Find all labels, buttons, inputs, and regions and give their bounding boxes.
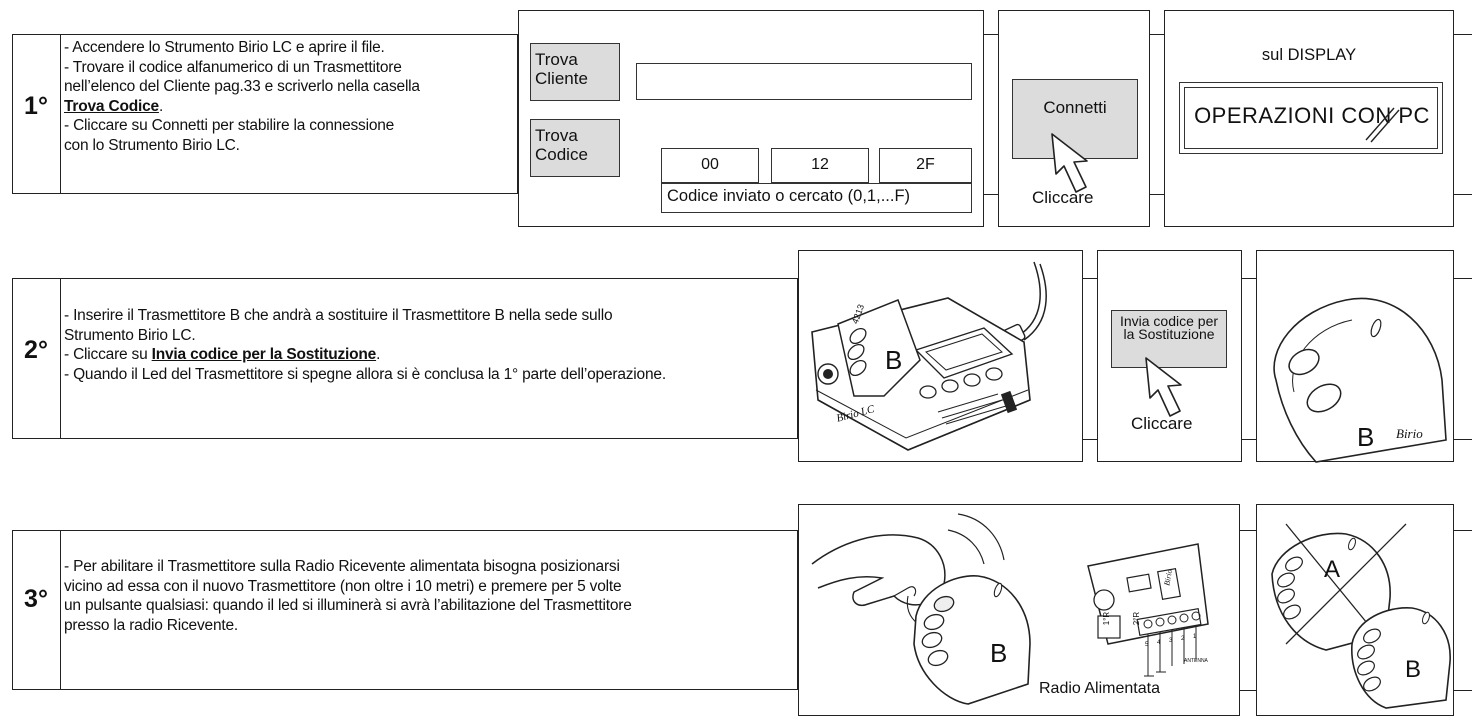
step2-line-1: - Inserire il Trasmettitore B che andrà …	[64, 307, 613, 324]
code-field-3[interactable]: 2F	[879, 148, 972, 183]
trova-cliente-input[interactable]	[636, 63, 972, 100]
invia-codice-label: Invia codice per la Sostituzione	[1119, 313, 1219, 342]
code-field-2[interactable]: 12	[771, 148, 869, 183]
send-caption: Cliccare	[1131, 414, 1193, 433]
connector-3c	[1454, 530, 1472, 531]
cursor-arrow-icon	[1051, 133, 1088, 193]
step3-text-frame	[12, 530, 798, 690]
trova-codice-button[interactable]: Trova Codice	[530, 119, 620, 177]
connector-2a	[1083, 278, 1097, 279]
connector-1f	[1454, 194, 1472, 195]
connector-1e	[1454, 34, 1472, 35]
terminal-number-4: 4	[1157, 640, 1161, 646]
relay-label-2: 2°R	[1132, 611, 1142, 626]
connector-1a	[984, 34, 998, 35]
step3-line-3: un pulsante qualsiasi: quando il led si …	[64, 597, 632, 614]
terminal-number-5: 5	[1145, 642, 1149, 648]
step2-line-3-prefix: - Cliccare su	[64, 346, 152, 363]
step1-line-4-suffix: .	[158, 97, 164, 115]
invia-codice-emphasis: Invia codice per la Sostituzione	[151, 346, 377, 363]
connector-2f	[1454, 439, 1472, 440]
remote-brand: Birio	[1396, 426, 1423, 441]
birio-lc-device-illustration	[811, 261, 1047, 451]
step2-number: 2°	[24, 336, 48, 364]
connector-1c	[1150, 34, 1164, 35]
old-remote-letter: A	[1324, 556, 1341, 583]
step3-number: 3°	[24, 585, 48, 613]
code-caption: Codice inviato o cercato (0,1,...F)	[667, 187, 911, 205]
code-field-3-value: 2F	[916, 156, 935, 173]
step1-line-4: Trova Codice.	[64, 97, 514, 117]
transmitter-b-illustration	[1273, 297, 1447, 463]
step2-line-4: - Quando il Led del Trasmettitore si spe…	[64, 365, 666, 383]
hand-remote-radio-illustration	[811, 513, 1209, 705]
step1-line-1: - Accendere lo Strumento Birio LC e apri…	[64, 39, 385, 56]
step2-text-frame	[12, 278, 798, 439]
code-field-1[interactable]: 00	[661, 148, 759, 183]
lcd-display-inner	[1184, 87, 1438, 149]
step1-line-3: nell’elenco del Cliente pag.33 e scriver…	[64, 78, 420, 95]
connector-1d	[1150, 194, 1164, 195]
terminal-number-1: 1	[1193, 634, 1197, 640]
step1-number: 1°	[24, 92, 48, 120]
step2-line-3-suffix: .	[376, 346, 381, 363]
step3-line-2: vicino ad essa con il nuovo Trasmettitor…	[64, 577, 622, 595]
connector-2b	[1083, 439, 1097, 440]
trova-codice-label: Trova Codice	[535, 126, 588, 164]
terminal-number-3: 3	[1169, 638, 1173, 644]
display-heading: sul DISPLAY	[1261, 46, 1357, 64]
code-field-2-value: 12	[811, 156, 829, 173]
radio-caption: Radio Alimentata	[1039, 680, 1160, 697]
radio-remote-letter: B	[990, 638, 1008, 668]
code-field-1-value: 00	[701, 156, 719, 173]
step1-text-frame	[12, 34, 518, 194]
remotes-a-b-illustration	[1271, 523, 1451, 709]
step2-instructions: - Inserire il Trasmettitore B che andrà …	[64, 306, 794, 384]
strike-through-marks	[1365, 107, 1400, 143]
trova-codice-emphasis: Trova Codice	[64, 97, 159, 115]
antenna-label: ANTENNA	[1184, 658, 1208, 664]
connector-3d	[1454, 690, 1472, 691]
invia-codice-button[interactable]: Invia codice per la Sostituzione	[1111, 310, 1227, 368]
trova-cliente-button[interactable]: Trova Cliente	[530, 43, 620, 101]
step3-line-1: - Per abilitare il Trasmettitore sulla R…	[64, 558, 620, 575]
device-transmitter-letter: B	[885, 345, 903, 375]
step2-line-2: Strumento Birio LC.	[64, 326, 196, 344]
lcd-display-text: OPERAZIONI CON PC	[1194, 103, 1430, 128]
step2-line-3: - Cliccare su Invia codice per la Sostit…	[64, 345, 794, 365]
step3-line-4: presso la radio Ricevente.	[64, 616, 239, 634]
lcd-display: OPERAZIONI CON PC	[1179, 82, 1443, 154]
step1-line-5: - Cliccare su Connetti per stabilire la …	[64, 117, 395, 134]
connetti-label: Connetti	[1043, 98, 1107, 117]
step1-divider	[60, 34, 61, 194]
trova-cliente-label: Trova Cliente	[535, 50, 588, 88]
connect-caption: Cliccare	[1032, 188, 1094, 207]
relay-label-1: 1°R	[1102, 611, 1112, 626]
step3-divider	[60, 530, 61, 690]
step1-line-2: - Trovare il codice alfanumerico di un T…	[64, 58, 402, 76]
code-caption-box	[661, 183, 972, 213]
connetti-button[interactable]: Connetti	[1012, 79, 1138, 159]
connector-1b	[984, 194, 998, 195]
connector-3b	[1240, 690, 1256, 691]
display-panel	[1164, 10, 1454, 227]
step1-instructions: - Accendere lo Strumento Birio LC e apri…	[64, 38, 514, 155]
remote-letter: B	[1357, 422, 1375, 452]
connector-2e	[1454, 278, 1472, 279]
connector-3a	[1240, 530, 1256, 531]
cursor-arrow-icon	[1145, 357, 1182, 417]
step2-divider	[60, 278, 61, 439]
connector-2d	[1242, 439, 1256, 440]
new-remote-letter: B	[1405, 656, 1422, 683]
step1-line-6: con lo Strumento Birio LC.	[64, 136, 240, 154]
step3-instructions: - Per abilitare il Trasmettitore sulla R…	[64, 557, 794, 635]
terminal-number-2: 2	[1181, 636, 1185, 642]
connector-2c	[1242, 278, 1256, 279]
